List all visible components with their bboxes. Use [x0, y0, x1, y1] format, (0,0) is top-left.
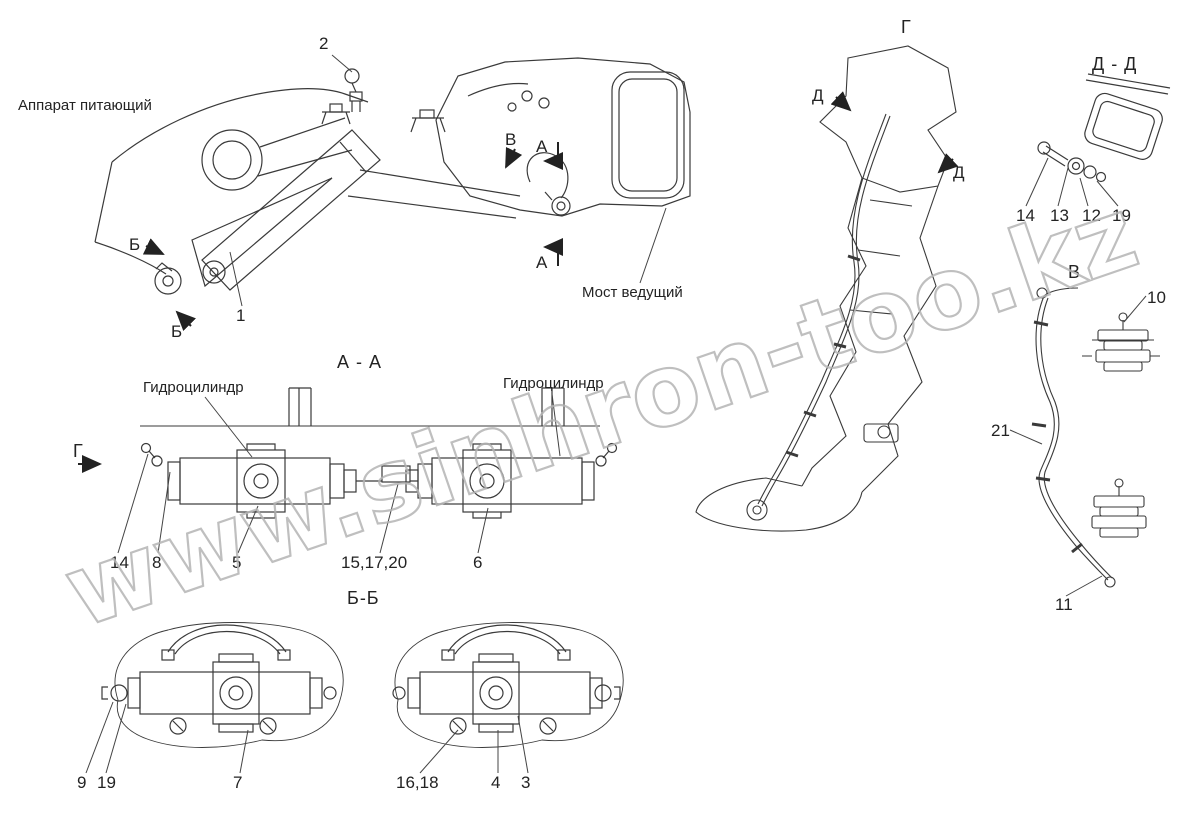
section-mark-d-right: Д [953, 163, 965, 182]
view-mark-g-left: Г [73, 441, 84, 461]
callout-3: 3 [521, 773, 531, 792]
section-dd-drawing [1037, 73, 1171, 183]
callout-14-dd: 14 [1016, 206, 1035, 225]
callout-7: 7 [233, 773, 243, 792]
label-driving-axle: Мост ведущий [582, 284, 683, 301]
label-hydrocylinder-right: Гидроцилиндр [503, 375, 604, 392]
callout-19-bottom: 19 [97, 773, 116, 792]
callout-14-aa: 14 [110, 553, 129, 572]
section-mark-b-bottom: Б [171, 322, 183, 341]
callout-4: 4 [491, 773, 501, 792]
callout-1: 1 [236, 306, 246, 325]
callout-15-17-20: 15,17,20 [341, 553, 408, 572]
callout-16-18: 16,18 [396, 773, 439, 792]
section-arrows [78, 91, 959, 473]
view-v-drawing [1031, 287, 1160, 588]
label-hydrocylinder-left: Гидроцилиндр [143, 379, 244, 396]
callout-6: 6 [473, 553, 483, 572]
view-mark-v-top: В [505, 130, 517, 149]
callout-21: 21 [991, 421, 1010, 440]
view-title-v-right: В [1068, 262, 1082, 282]
callout-2: 2 [319, 34, 329, 53]
callout-12: 12 [1082, 206, 1101, 225]
section-mark-a-top: А [536, 137, 548, 156]
section-title-bb: Б-Б [347, 588, 380, 608]
feeding-apparatus-drawing [94, 68, 521, 295]
leader-lines [85, 54, 1147, 774]
callout-13: 13 [1050, 206, 1069, 225]
label-feeding-apparatus: Аппарат питающий [18, 97, 152, 114]
section-mark-a-bottom: А [536, 253, 548, 272]
section-mark-d-top: Д [812, 86, 824, 105]
view-title-g: Г [901, 17, 912, 37]
callout-8: 8 [152, 553, 162, 572]
section-bb-drawing [101, 622, 624, 748]
driving-axle-drawing [435, 57, 691, 217]
section-mark-b-top: Б [129, 235, 141, 254]
callout-9: 9 [77, 773, 87, 792]
callout-19-dd: 19 [1112, 206, 1131, 225]
section-title-aa: А - А [337, 352, 383, 372]
section-title-dd: Д - Д [1092, 54, 1138, 74]
callout-10: 10 [1147, 288, 1166, 307]
callout-11: 11 [1055, 595, 1073, 614]
section-aa-drawing [140, 387, 618, 519]
view-g-drawing [695, 45, 957, 532]
callout-5: 5 [232, 553, 242, 572]
